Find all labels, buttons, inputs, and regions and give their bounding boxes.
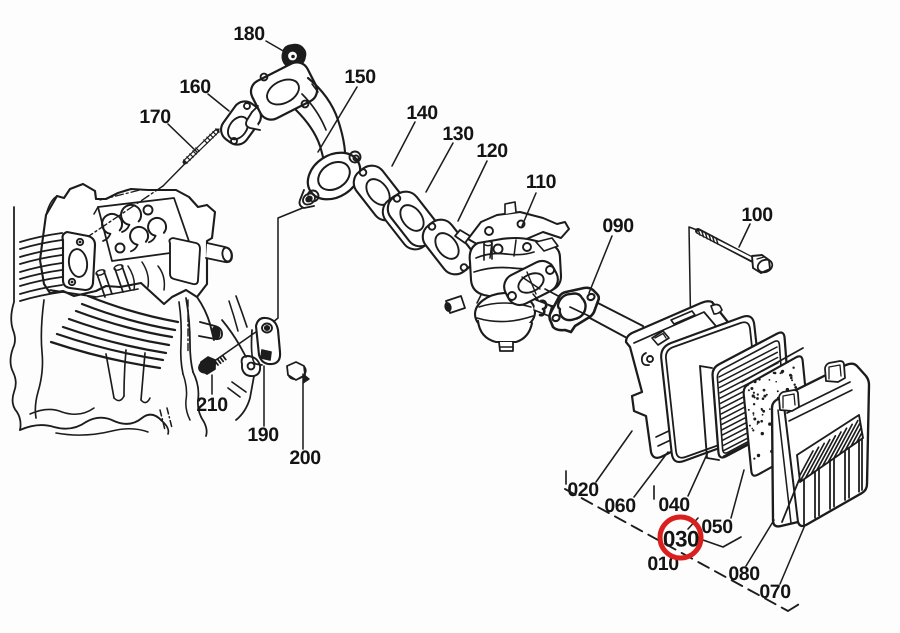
svg-text:130: 130: [442, 123, 474, 145]
svg-text:080: 080: [728, 563, 760, 585]
svg-text:160: 160: [179, 76, 211, 98]
svg-text:060: 060: [604, 495, 636, 517]
svg-text:190: 190: [247, 424, 279, 446]
svg-text:140: 140: [406, 102, 438, 124]
svg-text:040: 040: [658, 494, 690, 516]
svg-text:100: 100: [741, 204, 773, 226]
svg-text:170: 170: [139, 106, 171, 128]
svg-text:210: 210: [196, 394, 228, 416]
svg-text:050: 050: [701, 516, 733, 538]
svg-text:150: 150: [344, 66, 376, 88]
svg-text:110: 110: [526, 171, 557, 193]
svg-text:030: 030: [663, 527, 699, 552]
svg-text:200: 200: [289, 447, 321, 469]
svg-text:180: 180: [233, 23, 265, 45]
svg-text:120: 120: [476, 140, 508, 162]
svg-text:090: 090: [602, 215, 634, 237]
svg-text:070: 070: [759, 581, 791, 603]
svg-text:020: 020: [567, 479, 599, 501]
